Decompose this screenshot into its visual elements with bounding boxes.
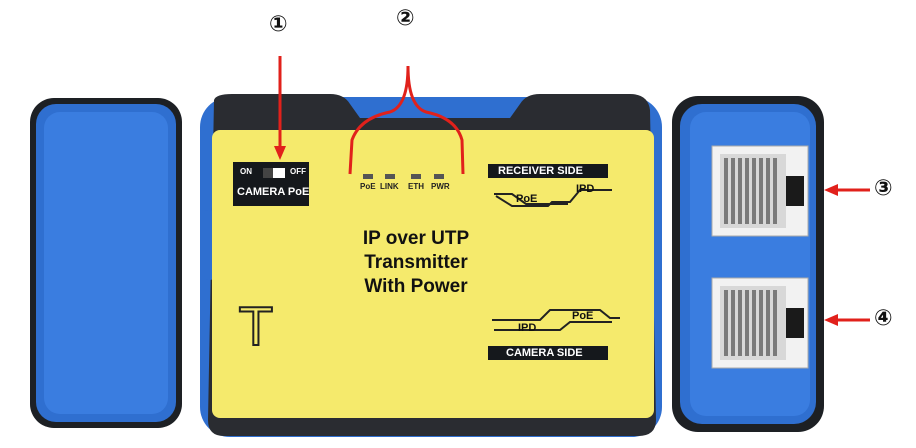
led-label-poe: PoE [360,182,376,191]
callout-2: ② [396,6,415,31]
receiver-side-banner-shape [488,164,612,207]
main-text-line1: IP over UTP [362,228,470,249]
led-indicators [363,174,444,179]
callout-4: ④ [874,306,893,331]
t-logo: T [239,298,273,358]
rj45-port-camera [711,277,809,369]
callout-1: ① [269,12,288,37]
switch-on-label: ON [240,167,252,176]
rj45-port-receiver [711,145,809,237]
camera-poe-switch [233,162,309,206]
receiver-side-title: RECEIVER SIDE [498,165,583,177]
camera-side-banner-shape [488,309,620,360]
callout-arrows [274,56,870,326]
receiver-side-poe-label: PoE [516,193,538,205]
camera-side-title: CAMERA SIDE [506,347,583,359]
main-text-line2: Transmitter [364,252,468,273]
switch-off-label: OFF [290,167,306,176]
led-label-pwr: PWR [431,182,450,191]
main-text-line3: With Power [364,276,468,297]
camera-side-ipd-label: IPD [518,322,537,334]
switch-name-label: CAMERA PoE [237,186,310,198]
left-cap-graphic [30,98,182,428]
receiver-side-ipd-label: IPD [576,183,595,195]
camera-side-poe-label: PoE [572,310,594,322]
led-label-eth: ETH [408,182,424,191]
callout-3: ③ [874,176,893,201]
led-label-link: LINK [380,182,399,191]
